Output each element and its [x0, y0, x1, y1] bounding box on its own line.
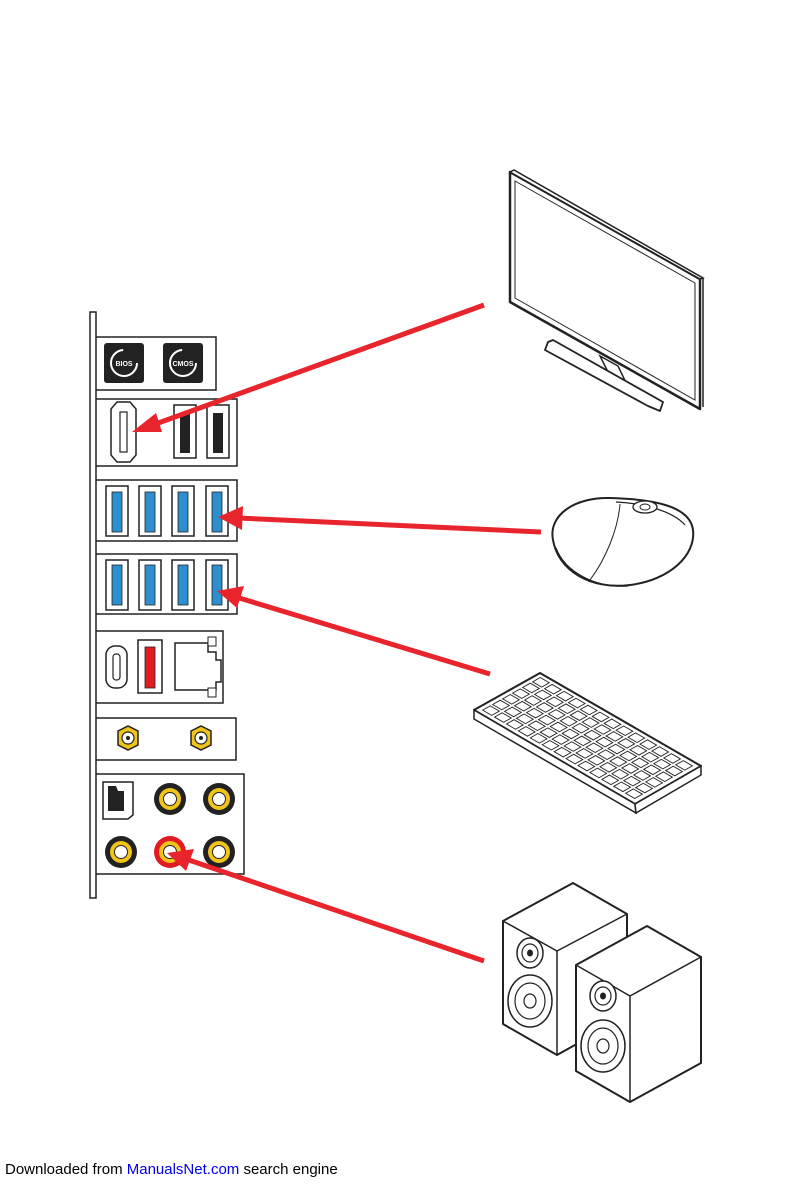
usb-port-blue[interactable] — [106, 486, 128, 536]
usb-c-port[interactable] — [106, 646, 127, 688]
lan-port[interactable] — [175, 637, 221, 697]
io-bracket — [90, 312, 96, 898]
bios-label: BIOS — [115, 361, 132, 368]
usb-port-black[interactable] — [207, 405, 229, 458]
keyboard-icon — [474, 673, 701, 813]
connection-arrows — [132, 305, 541, 961]
optical-spdif-port[interactable] — [103, 782, 133, 819]
speakers-icon — [503, 883, 701, 1102]
usb-port-blue[interactable] — [206, 560, 228, 610]
audio-jack[interactable] — [105, 836, 137, 868]
arrow-keyboard-to-usb — [217, 586, 490, 674]
antenna-connector[interactable] — [118, 726, 138, 750]
monitor-icon — [510, 170, 703, 411]
footer-attribution: Downloaded from ManualsNet.com search en… — [5, 1161, 338, 1178]
audio-jack[interactable] — [203, 836, 235, 868]
arrow-mouse-to-usb — [218, 506, 541, 532]
mouse-icon — [552, 498, 693, 586]
manualsnet-link[interactable]: ManualsNet.com — [127, 1161, 240, 1178]
usb-port-blue[interactable] — [172, 560, 194, 610]
bios-flashback-button[interactable]: BIOS — [104, 343, 144, 383]
usb-port-red[interactable] — [138, 640, 162, 693]
usb-port-blue[interactable] — [206, 486, 228, 536]
usb-port-blue[interactable] — [106, 560, 128, 610]
usb-port-blue[interactable] — [139, 560, 161, 610]
clear-cmos-button[interactable]: CMOS — [163, 343, 203, 383]
usb-port-blue[interactable] — [172, 486, 194, 536]
audio-jack[interactable] — [203, 783, 235, 815]
audio-jack[interactable] — [154, 783, 186, 815]
footer-prefix: Downloaded from — [5, 1161, 127, 1178]
antenna-connector[interactable] — [191, 726, 211, 750]
footer-suffix: search engine — [239, 1161, 337, 1178]
cmos-label: CMOS — [173, 361, 194, 368]
usb-port-blue[interactable] — [139, 486, 161, 536]
